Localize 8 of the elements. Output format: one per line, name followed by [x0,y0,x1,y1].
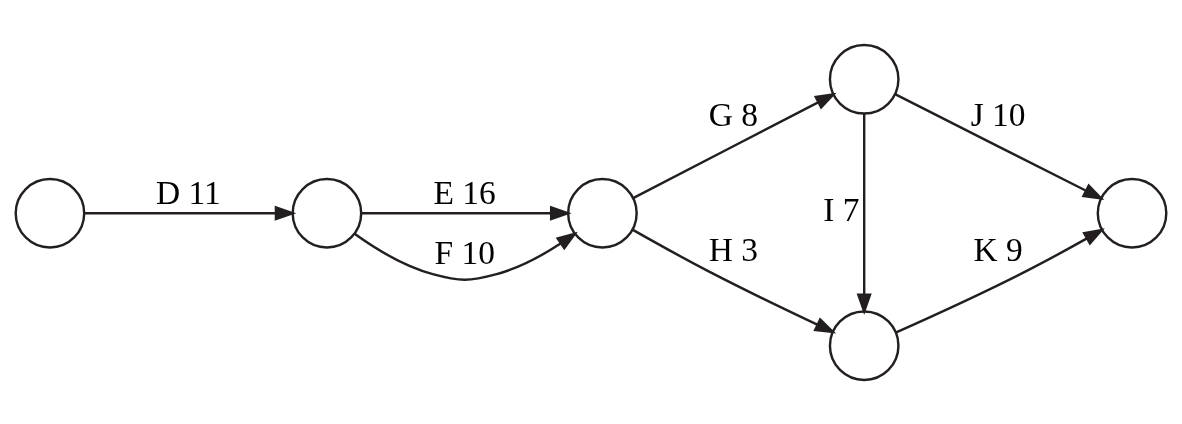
edge-label: D 11 [156,173,221,211]
edge-label: I 7 [823,190,860,228]
edge-label: J 10 [970,95,1026,133]
edge-label: K 9 [973,230,1023,268]
edge-label: H 3 [708,230,758,268]
edge-label: E 16 [433,173,496,211]
edge-label: G 8 [708,95,758,133]
edge-label: F 10 [434,233,495,271]
